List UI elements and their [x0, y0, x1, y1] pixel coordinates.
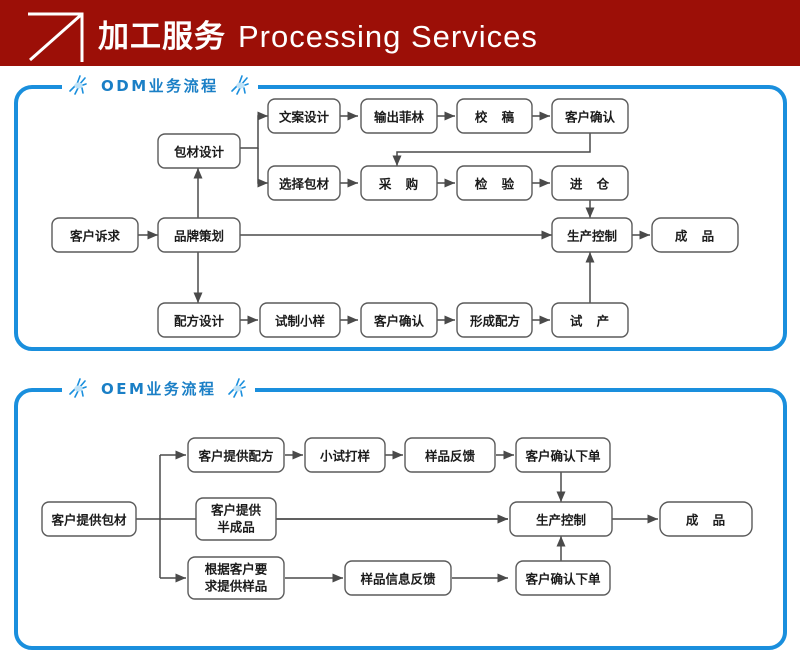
- sparkle-icon: [228, 73, 254, 97]
- svg-text:试 产: 试 产: [570, 314, 614, 329]
- svg-text:客户提供包材: 客户提供包材: [50, 513, 127, 528]
- svg-text:成 品: 成 品: [675, 229, 719, 244]
- oem-node-customer-package[interactable]: 客户提供包材: [41, 501, 137, 537]
- svg-text:样品反馈: 样品反馈: [425, 449, 476, 464]
- svg-text:包材设计: 包材设计: [173, 145, 225, 160]
- oem-node-production-control[interactable]: 生产控制: [509, 501, 613, 537]
- oem-node-customer-order-2[interactable]: 客户确认下单: [515, 560, 611, 596]
- oem-node-sample-info-feedback[interactable]: 样品信息反馈: [344, 560, 452, 596]
- oem-node-small-trial[interactable]: 小试打样: [304, 437, 386, 473]
- svg-text:客户提供: 客户提供: [210, 503, 262, 518]
- odm-node-formula-design[interactable]: 配方设计: [157, 302, 241, 338]
- svg-text:生产控制: 生产控制: [567, 229, 617, 244]
- svg-text:配方设计: 配方设计: [174, 314, 225, 329]
- odm-node-purchase[interactable]: 采 购: [360, 165, 438, 201]
- odm-node-production-control[interactable]: 生产控制: [551, 217, 633, 253]
- odm-node-copy-design[interactable]: 文案设计: [267, 98, 341, 134]
- odm-section-panel: [14, 85, 787, 351]
- svg-text:选择包材: 选择包材: [279, 177, 330, 192]
- svg-text:采 购: 采 购: [378, 177, 423, 192]
- odm-node-inspection[interactable]: 检 验: [456, 165, 533, 201]
- svg-text:客户确认下单: 客户确认下单: [524, 572, 601, 587]
- sparkle-icon: [225, 376, 251, 400]
- svg-text:半成品: 半成品: [217, 520, 255, 535]
- oem-node-customer-order-1[interactable]: 客户确认下单: [515, 437, 611, 473]
- svg-text:输出菲林: 输出菲林: [374, 110, 425, 125]
- svg-text:客户诉求: 客户诉求: [69, 229, 121, 244]
- odm-node-finished-product[interactable]: 成 品: [651, 217, 739, 253]
- svg-text:客户确认下单: 客户确认下单: [524, 449, 601, 464]
- odm-node-form-formula[interactable]: 形成配方: [456, 302, 533, 338]
- odm-section-title: ODM业务流程: [62, 72, 258, 98]
- svg-text:生产控制: 生产控制: [536, 513, 586, 528]
- svg-text:客户确认: 客户确认: [564, 110, 616, 125]
- oem-node-customer-formula[interactable]: 客户提供配方: [187, 437, 285, 473]
- svg-text:文案设计: 文案设计: [279, 110, 330, 125]
- svg-text:形成配方: 形成配方: [470, 314, 520, 329]
- odm-section-label: ODM业务流程: [101, 76, 219, 95]
- odm-node-trial-sample[interactable]: 试制小样: [259, 302, 341, 338]
- page-banner: 加工服务 Processing Services: [0, 0, 800, 66]
- odm-node-proofread[interactable]: 校 稿: [456, 98, 533, 134]
- odm-node-package-design[interactable]: 包材设计: [157, 133, 241, 169]
- svg-text:求提供样品: 求提供样品: [205, 579, 268, 594]
- oem-node-finished-product[interactable]: 成 品: [659, 501, 753, 537]
- odm-node-select-package[interactable]: 选择包材: [267, 165, 341, 201]
- page-title: 加工服务 Processing Services: [98, 11, 538, 56]
- page-title-en: Processing Services: [238, 18, 538, 54]
- svg-text:样品信息反馈: 样品信息反馈: [360, 572, 436, 587]
- svg-text:品牌策划: 品牌策划: [174, 229, 224, 244]
- oem-section-title: OEM业务流程: [62, 375, 256, 401]
- oem-section-panel: [14, 388, 787, 650]
- svg-text:校 稿: 校 稿: [475, 110, 519, 125]
- odm-node-customer-confirm-1[interactable]: 客户确认: [551, 98, 629, 134]
- svg-text:客户提供配方: 客户提供配方: [197, 449, 273, 464]
- svg-text:小试打样: 小试打样: [319, 449, 371, 464]
- sparkle-icon: [66, 73, 92, 97]
- odm-node-film-output[interactable]: 输出菲林: [360, 98, 438, 134]
- odm-node-trial-production[interactable]: 试 产: [551, 302, 629, 338]
- svg-text:检 验: 检 验: [475, 177, 519, 192]
- svg-text:进 仓: 进 仓: [570, 177, 614, 192]
- odm-node-customer-demand[interactable]: 客户诉求: [51, 217, 139, 253]
- sparkle-icon: [66, 376, 92, 400]
- oem-section-label: OEM业务流程: [101, 379, 217, 398]
- odm-node-warehousing[interactable]: 进 仓: [551, 165, 629, 201]
- svg-text:试制小样: 试制小样: [275, 314, 326, 329]
- page-title-cn: 加工服务: [98, 18, 226, 55]
- odm-node-brand-planning[interactable]: 品牌策划: [157, 217, 241, 253]
- oem-node-by-request-sample[interactable]: 根据客户要 求提供样品: [187, 556, 285, 600]
- svg-text:根据客户要: 根据客户要: [205, 562, 268, 577]
- svg-text:成 品: 成 品: [686, 513, 730, 528]
- oem-node-sample-feedback[interactable]: 样品反馈: [404, 437, 496, 473]
- odm-node-customer-confirm-2[interactable]: 客户确认: [360, 302, 438, 338]
- oem-node-semi-product[interactable]: 客户提供 半成品: [195, 497, 277, 541]
- arrow-seven-icon: [0, 0, 98, 66]
- svg-text:客户确认: 客户确认: [373, 314, 425, 329]
